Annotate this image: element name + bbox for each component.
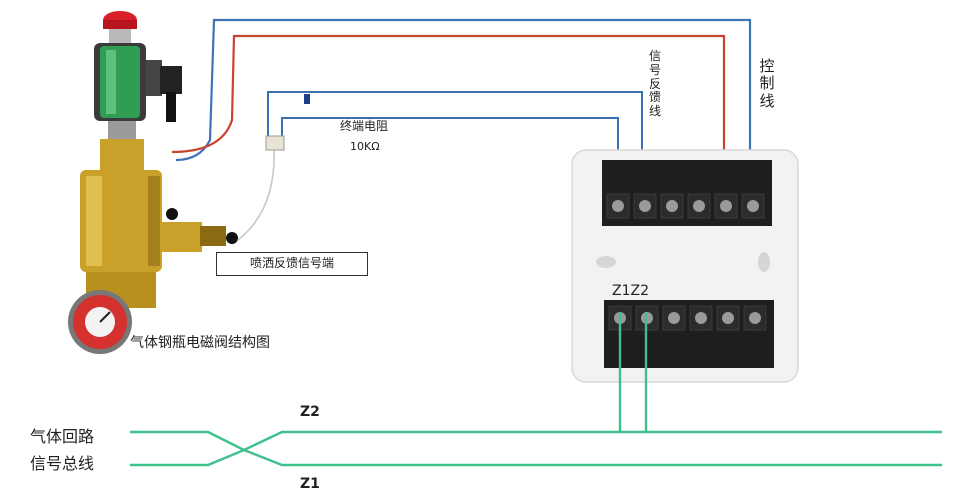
feedback-line-label: 信号反馈线 <box>648 49 661 119</box>
bus-line-z2 <box>130 430 942 452</box>
feedback-wire-outer <box>267 91 643 192</box>
brass-valve-body <box>80 139 238 308</box>
spray-feedback-terminal-label: 喷洒反馈信号端 <box>216 252 368 276</box>
pressure-gauge <box>68 290 132 354</box>
solenoid-coil <box>94 43 182 122</box>
control-wires <box>171 18 752 192</box>
terminal-block-lower <box>604 300 774 368</box>
bus-z1-label: Z1 <box>300 476 320 492</box>
resistor-label: 终端电阻 <box>340 119 389 133</box>
valve-red-cap <box>103 11 137 43</box>
solenoid-valve <box>68 11 238 354</box>
terminal-module <box>571 149 799 383</box>
terminal-block-upper <box>602 160 772 226</box>
control-wire-blue <box>175 18 752 192</box>
resistor-value-label: 10KΩ <box>350 140 380 153</box>
valve-neck <box>108 121 136 139</box>
control-line-label: 控制线 <box>759 57 775 110</box>
terminal-resistor <box>265 94 310 151</box>
mount-hole-right <box>758 252 770 272</box>
control-wire-red <box>171 34 726 192</box>
loop-bus-label-line1: 气体回路 <box>30 427 95 446</box>
bus-z2-label: Z2 <box>300 404 320 420</box>
spray-feedback-lead <box>237 149 275 241</box>
mount-hole-left <box>596 256 616 268</box>
valve-structure-title: 气体钢瓶电磁阀结构图 <box>130 335 270 351</box>
terminal-z1z2-label: Z1Z2 <box>612 283 649 299</box>
loop-signal-bus <box>130 312 942 467</box>
bus-line-z1 <box>130 448 942 467</box>
loop-bus-label-line2: 信号总线 <box>30 454 95 473</box>
feedback-wire-inner <box>281 117 619 192</box>
